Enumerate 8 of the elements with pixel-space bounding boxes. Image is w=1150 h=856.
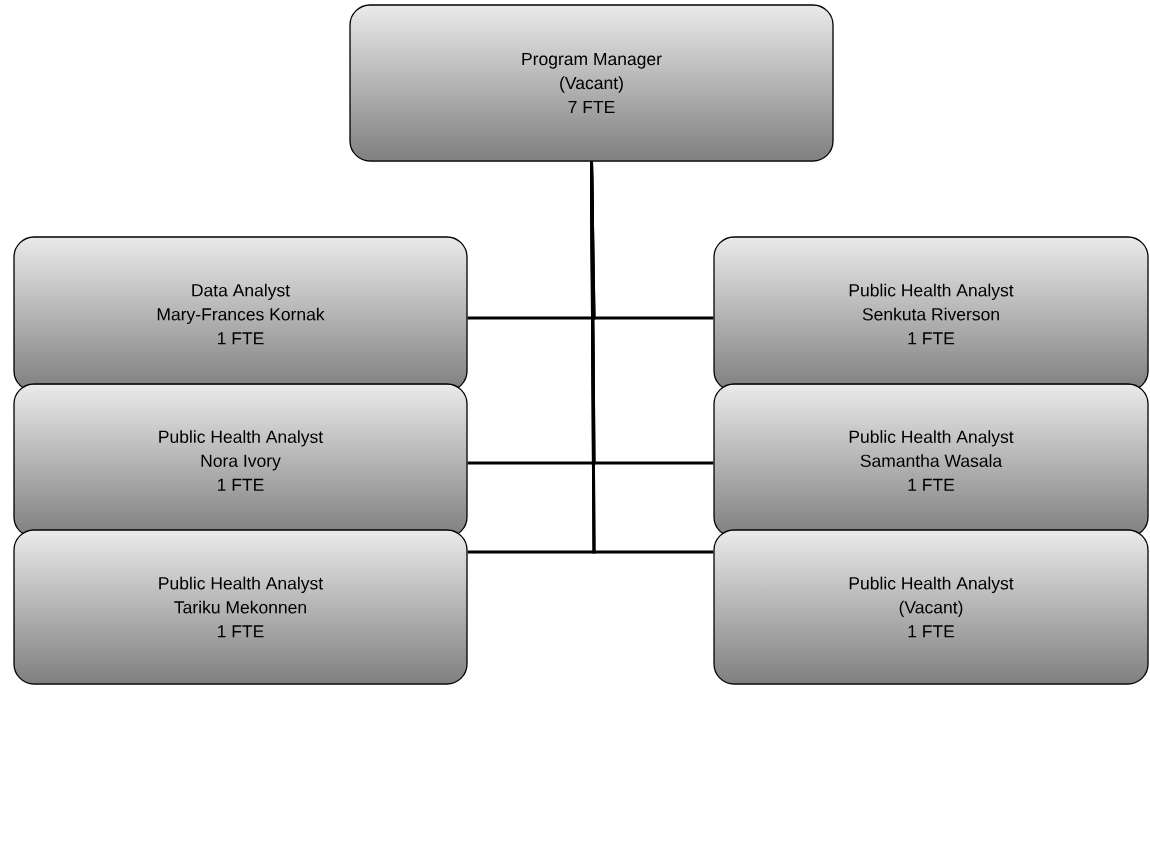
position-box: Public Health Analyst (Vacant) 1 FTE bbox=[713, 529, 1149, 685]
position-box: Public Health Analyst Senkuta Riverson 1 FTE bbox=[713, 236, 1149, 392]
position-box: Public Health Analyst Nora Ivory 1 FTE bbox=[13, 383, 468, 538]
connector-line bbox=[590, 161, 714, 554]
position-box: Public Health Analyst Samantha Wasala 1 FTE bbox=[713, 383, 1149, 538]
position-box: Public Health Analyst Tariku Mekonnen 1 FTE bbox=[13, 529, 468, 685]
position-box: Program Manager (Vacant) 7 FTE bbox=[349, 4, 834, 162]
position-box: Data Analyst Mary-Frances Kornak 1 FTE bbox=[13, 236, 468, 392]
